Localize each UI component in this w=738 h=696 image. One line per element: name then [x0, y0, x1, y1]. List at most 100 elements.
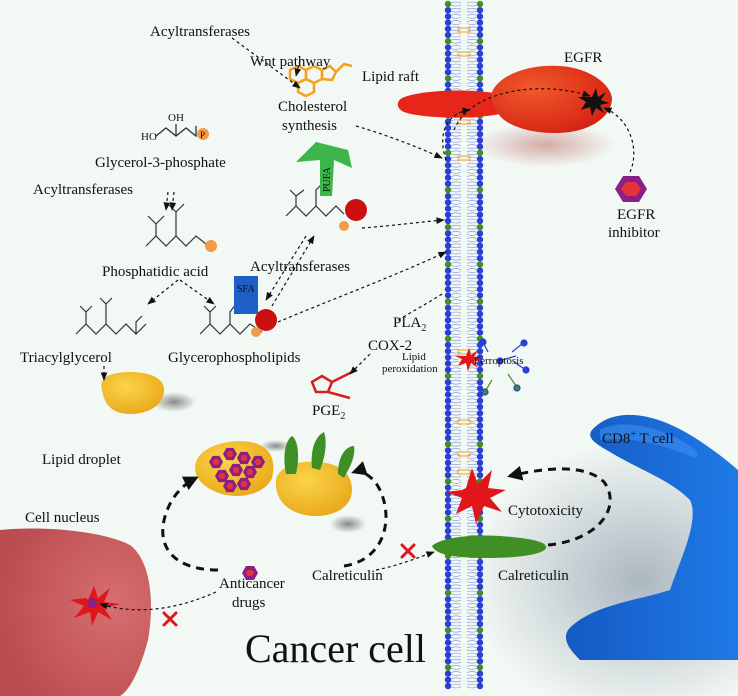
membrane-lipid-head	[476, 186, 484, 194]
membrane-lipid-head	[476, 329, 484, 336]
acyltransferases-left-label: Acyltransferases	[33, 182, 133, 198]
membrane-lipid-tail	[450, 280, 462, 286]
membrane-lipid-tail	[450, 69, 462, 75]
membrane-lipid-tail	[466, 231, 478, 236]
pufa-head-group	[345, 199, 367, 221]
membrane-lipid-tail	[450, 367, 462, 373]
membrane-lipid-head	[476, 410, 484, 417]
membrane-lipid-head	[444, 298, 452, 305]
membrane-lipid-head	[444, 360, 452, 367]
cell-nucleus-label: Cell nucleus	[25, 510, 100, 526]
membrane-lipid-tail	[450, 212, 462, 218]
arrow-calret-to-membrane	[375, 551, 435, 571]
membrane-lipid-head	[444, 558, 452, 566]
membrane-lipid-head	[476, 267, 484, 274]
membrane-lipid-tail	[450, 138, 462, 143]
membrane-cholesterol	[457, 451, 471, 457]
membrane-lipid-tail	[466, 392, 478, 397]
membrane-lipid-head	[476, 472, 484, 479]
membrane-lipid-tail	[466, 305, 478, 311]
arrow-acyl-to-chol	[231, 37, 301, 89]
membrane-lipid-head	[476, 81, 484, 88]
ferroptosis-lipids	[479, 338, 530, 396]
membrane-lipid-tail	[450, 125, 462, 131]
membrane-lipid-head	[476, 193, 484, 200]
membrane-lipid-tail	[450, 627, 462, 633]
membrane-lipid-tail	[466, 572, 478, 577]
membrane-lipid-head	[476, 639, 484, 646]
pufa-lipid-structure	[285, 183, 345, 217]
chem-ho-label: HO	[141, 131, 157, 143]
membrane-lipid-head	[444, 124, 452, 132]
membrane-lipid-head	[476, 372, 484, 380]
membrane-lipid-head	[444, 509, 452, 516]
membrane-lipid-head	[476, 608, 484, 615]
lipid-droplet	[101, 372, 164, 414]
membrane-lipid-tail	[450, 379, 462, 385]
cd8-tcell	[565, 414, 738, 660]
membrane-lipid-head	[444, 162, 452, 169]
membrane-lipid-head	[476, 565, 484, 572]
drugs-label: drugs	[232, 595, 265, 611]
membrane-lipid-head	[444, 391, 452, 398]
membrane-lipid-head	[444, 310, 452, 318]
membrane-lipid-head	[444, 335, 452, 342]
cd8-text: CD8	[602, 431, 630, 447]
membrane-lipid-head	[476, 434, 484, 442]
membrane-cholesterol	[457, 155, 471, 161]
membrane-lipid-tail	[450, 311, 462, 317]
membrane-lipid-tail	[450, 578, 462, 583]
membrane-lipid-tail	[466, 14, 478, 19]
membrane-lipid-tail	[450, 342, 462, 348]
membrane-lipid-tail	[466, 181, 478, 187]
membrane-lipid-tail	[450, 317, 462, 323]
phosphate-pa-icon	[205, 240, 217, 252]
membrane-lipid-tail	[450, 565, 462, 571]
drug-hexagon-core	[218, 473, 226, 479]
membrane-lipid-head	[476, 323, 484, 330]
membrane-lipid-head	[476, 620, 484, 628]
membrane-lipid-tail	[466, 255, 478, 261]
pge2-subscript: 2	[340, 411, 345, 422]
membrane-lipid-tail	[466, 187, 478, 193]
sfa-block	[234, 276, 258, 314]
membrane-lipid-tail	[450, 45, 462, 50]
phosphate-label: P	[200, 130, 205, 140]
membrane-lipid-head	[476, 69, 484, 76]
membrane-lipid-head	[476, 149, 484, 156]
arrow-gpl-to-pufa-1	[271, 235, 315, 307]
membrane-lipid-head	[476, 416, 484, 423]
drug-hexagon-core	[254, 459, 262, 465]
block-x-nucleus	[162, 611, 178, 627]
membrane-lipid-head	[444, 410, 452, 417]
drug-hexagon-core	[212, 459, 220, 465]
membrane-lipid-head	[476, 658, 484, 665]
membrane-lipid-head	[444, 441, 452, 448]
membrane-lipid-head	[476, 124, 484, 132]
membrane-lipid-head	[476, 577, 484, 584]
membrane-lipid-head	[444, 137, 452, 144]
membrane-lipid-head	[476, 242, 484, 249]
membrane-lipid-head	[444, 472, 452, 479]
membrane-lipid-tail	[450, 268, 462, 273]
membrane-lipid-tail	[450, 683, 462, 689]
membrane-lipid-head	[476, 645, 484, 652]
block-x-calreticulin	[400, 543, 416, 559]
pathway-arrows	[99, 37, 635, 611]
acyltransferases-top-label: Acyltransferases	[150, 24, 250, 40]
pla2-label: PLA2	[393, 315, 426, 334]
membrane-lipid-head	[444, 199, 452, 206]
membrane-lipid-tail	[466, 317, 478, 323]
membrane-lipid-tail	[466, 1, 478, 7]
membrane-lipid-head	[476, 168, 484, 175]
synthesis-label: synthesis	[282, 118, 337, 134]
egfr-block-star	[578, 88, 609, 116]
membrane-lipid-head	[444, 397, 452, 404]
membrane-lipid-tail	[466, 379, 478, 385]
membrane-lipid-head	[476, 366, 484, 373]
membrane-lipid-tail	[466, 32, 478, 38]
tcell-highlight	[600, 424, 698, 458]
membrane-lipid-head	[476, 558, 484, 566]
membrane-lipid-head	[444, 434, 452, 442]
membrane-lipid-tail	[466, 280, 478, 286]
